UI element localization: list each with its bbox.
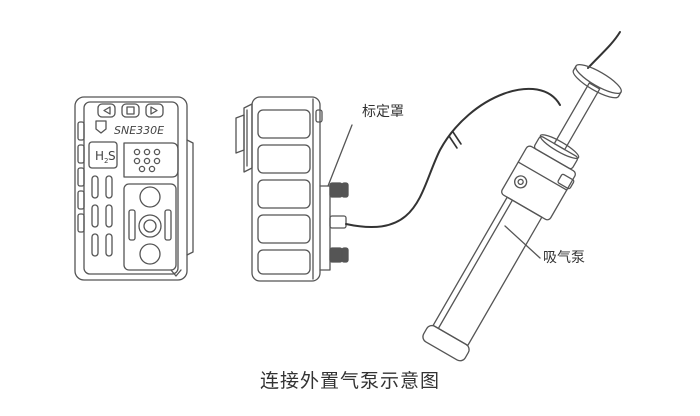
gas-label-subscript: 2	[104, 157, 108, 165]
detector-bottom-notch	[170, 269, 182, 277]
left-grip	[77, 121, 85, 141]
pump-barrel-highlight	[437, 199, 514, 330]
left-grip	[77, 190, 85, 210]
detector-model-label: SNE330E	[114, 124, 164, 137]
detector-right-button	[145, 103, 164, 118]
side-button	[315, 109, 323, 123]
pump-end-cap	[422, 324, 470, 362]
diagram-caption: 连接外置气泵示意图	[259, 370, 440, 392]
detector-inner-frame	[83, 101, 179, 275]
pump-head-top	[539, 134, 580, 160]
left-grip	[77, 167, 85, 187]
detector-side-bump	[186, 139, 194, 256]
calibration-cover-inlet	[329, 182, 343, 198]
pump-housing-band	[517, 161, 568, 191]
gas-label-s: S	[108, 149, 116, 163]
calibration-cover-inlet-tip	[341, 182, 349, 198]
suction-pump-label: 吸气泵	[543, 250, 585, 266]
detector-body-outline	[74, 96, 188, 281]
pump-housing	[501, 145, 576, 221]
calibration-cover-body	[319, 185, 331, 271]
sensor-cap-top	[139, 186, 161, 208]
detector-front-view: SNE330E H 2 S	[74, 96, 194, 281]
connection-tube	[345, 31, 621, 229]
pump-handle-disk-rim	[572, 65, 622, 99]
belt-clip-arm	[235, 114, 245, 154]
pump-plunger-rod	[553, 82, 601, 151]
sensor-port-inner	[143, 219, 157, 233]
calibration-cover-nozzle-tip	[341, 247, 349, 263]
left-arrow-icon	[103, 106, 111, 115]
sensor-module	[123, 183, 177, 271]
right-arrow-icon	[150, 106, 158, 115]
pump-barrel	[432, 196, 543, 347]
gas-label-h: H	[95, 149, 104, 163]
detector-side-view	[235, 96, 353, 282]
square-icon	[126, 106, 135, 115]
tube-line	[345, 87, 561, 229]
speaker-holes	[133, 148, 161, 173]
speaker-panel	[123, 142, 179, 178]
sensor-clip-right	[164, 209, 172, 241]
pump-valve-knob-center	[517, 178, 524, 186]
brand-shield-icon	[95, 120, 107, 134]
calibration-cover-outlet	[329, 215, 347, 229]
left-grip	[77, 144, 85, 164]
calibration-cover-pointer	[327, 124, 353, 187]
detector-left-button	[97, 103, 116, 118]
tube-break-mark	[448, 135, 458, 149]
calibration-cover-nozzle	[329, 247, 343, 263]
gas-label-box	[88, 141, 118, 169]
detector-center-button	[121, 103, 140, 118]
tube-end-line	[587, 31, 621, 69]
suction-pump	[422, 64, 622, 362]
calibration-cover-label: 标定罩	[362, 104, 404, 120]
sensor-clip-left	[128, 209, 136, 241]
pump-valve-knob	[513, 175, 528, 189]
suction-pump-pointer	[504, 225, 541, 259]
side-body-outline	[251, 96, 321, 282]
ventilation-slots	[91, 175, 113, 257]
left-grip	[77, 213, 85, 233]
belt-clip	[243, 103, 253, 173]
tube-break-mark	[452, 131, 462, 145]
pump-tube-connector	[557, 173, 575, 190]
sensor-port	[138, 214, 162, 238]
side-grip-ribs	[257, 109, 311, 275]
sensor-cap-bottom	[139, 243, 161, 265]
